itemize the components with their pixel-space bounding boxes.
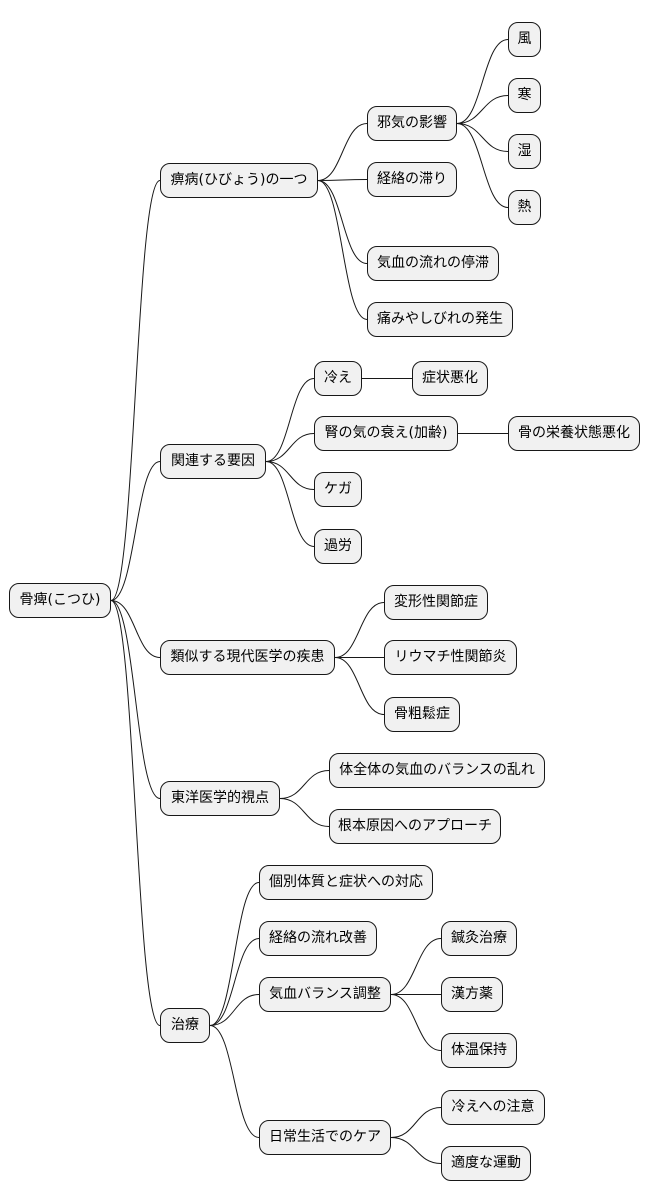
- sub-node: 痛みやしびれの発生: [367, 302, 513, 337]
- connector-line: [456, 39, 509, 124]
- leaf-node: 湿: [508, 134, 541, 169]
- sub-node: 腎の気の衰え(加齢): [314, 416, 458, 451]
- leaf-node: 寒: [508, 78, 541, 113]
- connector-line: [110, 600, 161, 799]
- sub-node: リウマチ性関節炎: [384, 640, 517, 675]
- sub-node: 骨粗鬆症: [384, 697, 460, 732]
- connector-line: [279, 770, 330, 799]
- connector-line: [334, 657, 385, 715]
- connector-line: [265, 433, 315, 462]
- sub-node: 冷え: [314, 361, 362, 396]
- leaf-node: 漢方薬: [441, 977, 503, 1012]
- leaf-node: 熱: [508, 190, 541, 225]
- connector-line: [390, 1107, 442, 1138]
- sub-node: 日常生活でのケア: [259, 1120, 391, 1155]
- connector-line: [456, 123, 509, 152]
- connector-line: [317, 179, 368, 181]
- connector-line: [110, 600, 161, 1026]
- connector-line: [317, 123, 368, 181]
- sub-node: ケガ: [314, 472, 362, 507]
- connector-line: [209, 938, 260, 1026]
- connector-line: [209, 994, 260, 1026]
- leaf-node: 骨の栄養状態悪化: [508, 416, 640, 451]
- sub-node: 邪気の影響: [367, 106, 457, 141]
- sub-node: 過労: [314, 529, 362, 564]
- connector-line: [456, 123, 509, 208]
- sub-node: 個別体質と症状への対応: [259, 865, 433, 900]
- sub-node: 気血バランス調整: [259, 977, 391, 1012]
- sub-node: 経絡の滞り: [367, 162, 457, 197]
- root-node: 骨痺(こつひ): [9, 583, 111, 618]
- branch-node: 治療: [160, 1008, 210, 1043]
- connector-line: [265, 461, 315, 547]
- connector-line: [317, 180, 368, 264]
- connector-line: [317, 180, 368, 320]
- connector-line: [265, 461, 315, 490]
- sub-node: 経絡の流れ改善: [259, 921, 377, 956]
- connector-line: [110, 461, 161, 601]
- leaf-node: 冷えへの注意: [441, 1090, 545, 1125]
- connector-line: [334, 602, 385, 658]
- connector-line: [456, 95, 509, 124]
- branch-node: 類似する現代医学の疾患: [160, 640, 335, 675]
- branch-node: 痹病(ひびょう)の一つ: [160, 163, 318, 198]
- connector-line: [209, 1025, 260, 1138]
- connector-line: [390, 1137, 442, 1164]
- sub-node: 気血の流れの停滞: [367, 246, 499, 281]
- connector-line: [279, 798, 330, 827]
- leaf-node: 体温保持: [441, 1033, 517, 1068]
- connector-line: [110, 180, 161, 601]
- sub-node: 体全体の気血のバランスの乱れ: [329, 753, 545, 788]
- connector-line: [209, 882, 260, 1026]
- branch-node: 東洋医学的視点: [160, 781, 280, 816]
- connector-line: [265, 378, 315, 462]
- sub-node: 根本原因へのアプローチ: [329, 809, 501, 844]
- leaf-node: 症状悪化: [412, 361, 488, 396]
- connector-line: [110, 600, 161, 658]
- branch-node: 関連する要因: [160, 444, 266, 479]
- leaf-node: 適度な運動: [441, 1146, 531, 1181]
- leaf-node: 鍼灸治療: [441, 921, 517, 956]
- sub-node: 変形性関節症: [384, 585, 488, 620]
- connector-line: [390, 938, 442, 995]
- leaf-node: 風: [508, 22, 541, 57]
- connector-line: [390, 994, 442, 1051]
